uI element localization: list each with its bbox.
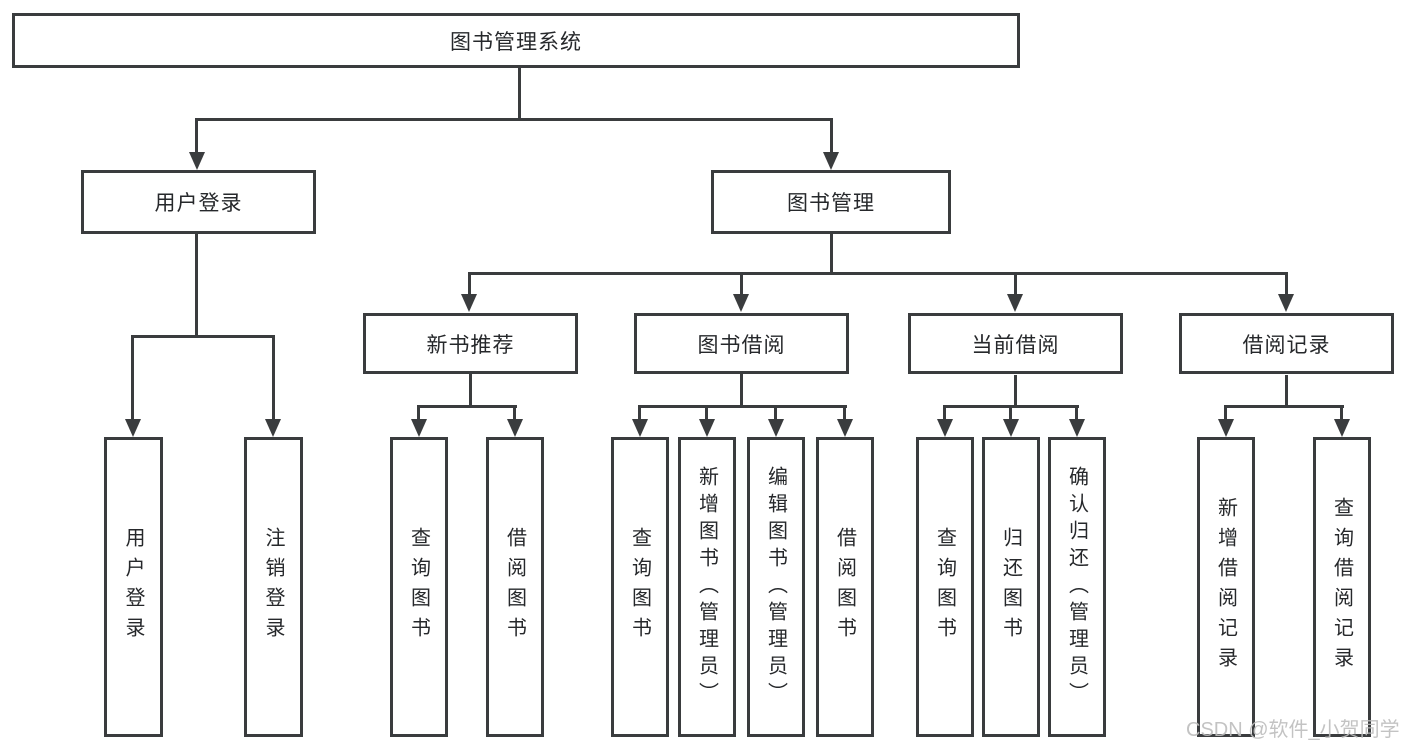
leaf-cb-confirm-return-label: 确认归还（管理员） xyxy=(1065,465,1088,709)
arrow-down-icon xyxy=(733,294,749,312)
connector-line xyxy=(195,118,833,121)
leaf-bb-add-books-label: 新增图书（管理员） xyxy=(695,465,718,709)
node-book-management: 图书管理 xyxy=(711,170,951,234)
arrow-down-icon xyxy=(125,419,141,437)
node-current-borrow-label: 当前借阅 xyxy=(971,333,1060,357)
arrow-down-icon xyxy=(937,419,953,437)
node-user-login: 用户登录 xyxy=(81,170,316,234)
leaf-user-login-label: 用户登录 xyxy=(122,527,144,647)
connector-line xyxy=(195,120,198,154)
node-root: 图书管理系统 xyxy=(12,13,1020,68)
leaf-cb-query-books-label: 查询图书 xyxy=(933,527,956,647)
connector-line xyxy=(774,407,777,420)
leaf-br-query-record-label: 查询借阅记录 xyxy=(1330,497,1353,677)
leaf-cb-confirm-return: 确认归还（管理员） xyxy=(1048,437,1106,737)
arrow-down-icon xyxy=(461,294,477,312)
connector-line xyxy=(518,68,521,120)
leaf-logout-label: 注销登录 xyxy=(262,527,284,647)
connector-line xyxy=(1285,375,1288,407)
arrow-down-icon xyxy=(632,419,648,437)
connector-line xyxy=(131,337,134,420)
csdn-watermark: CSDN @软件_小贺同学 xyxy=(1186,719,1400,741)
leaf-br-add-record-label: 新增借阅记录 xyxy=(1214,497,1237,677)
arrow-down-icon xyxy=(699,419,715,437)
node-new-book-recommend: 新书推荐 xyxy=(363,313,578,374)
arrow-down-icon xyxy=(837,419,853,437)
connector-line xyxy=(1009,407,1012,420)
arrow-down-icon xyxy=(1003,419,1019,437)
leaf-bb-query-books-label: 查询图书 xyxy=(628,527,651,647)
leaf-br-query-record: 查询借阅记录 xyxy=(1313,437,1371,737)
node-book-management-label: 图书管理 xyxy=(787,192,875,215)
leaf-cb-query-books: 查询图书 xyxy=(916,437,974,737)
connector-line xyxy=(740,374,743,407)
connector-line xyxy=(843,407,846,420)
connector-line xyxy=(1014,274,1017,296)
leaf-nbr-borrow-books: 借阅图书 xyxy=(486,437,544,737)
leaf-bb-borrow-books: 借阅图书 xyxy=(816,437,874,737)
leaf-bb-add-books: 新增图书（管理员） xyxy=(678,437,736,737)
node-user-login-label: 用户登录 xyxy=(154,192,243,215)
connector-line xyxy=(195,234,198,337)
connector-line xyxy=(272,337,275,420)
connector-line xyxy=(1224,405,1344,408)
leaf-nbr-borrow-books-label: 借阅图书 xyxy=(503,527,526,647)
arrow-down-icon xyxy=(1278,294,1294,312)
arrow-down-icon xyxy=(1334,419,1350,437)
connector-line xyxy=(1285,274,1288,296)
connector-line xyxy=(1340,407,1343,420)
node-borrow-records-label: 借阅记录 xyxy=(1242,333,1331,357)
leaf-cb-return-books-label: 归还图书 xyxy=(999,527,1022,647)
connector-line xyxy=(131,335,275,338)
arrow-down-icon xyxy=(1007,294,1023,312)
connector-line xyxy=(638,407,641,420)
node-new-book-recommend-label: 新书推荐 xyxy=(426,333,515,357)
connector-line xyxy=(417,407,420,420)
arrow-down-icon xyxy=(265,419,281,437)
connector-line xyxy=(468,272,1288,275)
leaf-bb-borrow-books-label: 借阅图书 xyxy=(833,527,856,647)
connector-line xyxy=(1075,407,1078,420)
arrow-down-icon xyxy=(1218,419,1234,437)
leaf-bb-query-books: 查询图书 xyxy=(611,437,669,737)
leaf-user-login: 用户登录 xyxy=(104,437,163,737)
connector-line xyxy=(638,405,847,408)
node-book-borrow: 图书借阅 xyxy=(634,313,849,374)
leaf-bb-edit-books-label: 编辑图书（管理员） xyxy=(764,465,787,709)
arrow-down-icon xyxy=(1069,419,1085,437)
connector-line xyxy=(705,407,708,420)
node-book-borrow-label: 图书借阅 xyxy=(697,333,786,357)
connector-line xyxy=(943,407,946,420)
connector-line xyxy=(1224,407,1227,420)
connector-line xyxy=(513,407,516,420)
connector-line xyxy=(469,374,472,407)
arrow-down-icon xyxy=(411,419,427,437)
arrow-down-icon xyxy=(823,152,839,170)
arrow-down-icon xyxy=(189,152,205,170)
leaf-logout: 注销登录 xyxy=(244,437,303,737)
leaf-bb-edit-books: 编辑图书（管理员） xyxy=(747,437,805,737)
arrow-down-icon xyxy=(507,419,523,437)
leaf-cb-return-books: 归还图书 xyxy=(982,437,1040,737)
connector-line xyxy=(740,274,743,296)
node-current-borrow: 当前借阅 xyxy=(908,313,1123,374)
connector-line xyxy=(417,405,517,408)
connector-line xyxy=(468,274,471,296)
connector-line xyxy=(943,405,1079,408)
leaf-nbr-query-books-label: 查询图书 xyxy=(407,527,430,647)
node-root-label: 图书管理系统 xyxy=(450,30,582,54)
leaf-br-add-record: 新增借阅记录 xyxy=(1197,437,1255,737)
leaf-nbr-query-books: 查询图书 xyxy=(390,437,448,737)
node-borrow-records: 借阅记录 xyxy=(1179,313,1394,374)
arrow-down-icon xyxy=(768,419,784,437)
connector-line xyxy=(1014,375,1017,407)
connector-line xyxy=(830,120,833,154)
connector-line xyxy=(830,234,833,274)
